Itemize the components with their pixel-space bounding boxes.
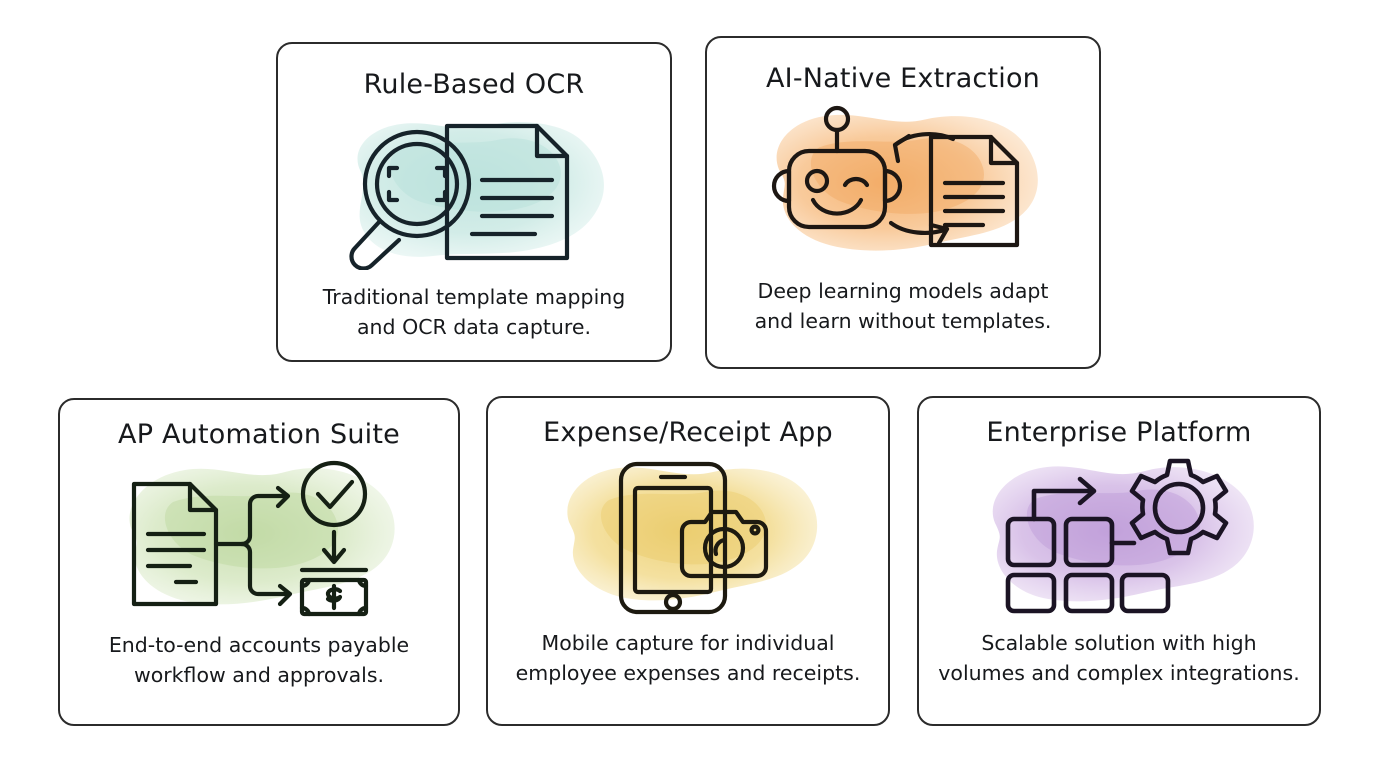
card-illustration-enterprise-platform [919,452,1319,620]
document-workflow-check-cash-icon [131,460,369,616]
card-title: AP Automation Suite [118,419,400,450]
robot-document-icon [771,105,1020,247]
magnifier-document-icon [349,123,570,270]
card-title: Expense/Receipt App [543,417,833,448]
card-illustration-rule-based-ocr [278,106,670,274]
card-expense-receipt-app[interactable]: Expense/Receipt App [486,396,890,726]
card-ai-native-extraction[interactable]: AI-Native Extraction [705,36,1101,369]
card-illustration-ap-automation-suite [60,454,458,622]
card-caption: Traditional template mapping and OCR dat… [322,284,626,340]
card-caption: End-to-end accounts payable workflow and… [108,632,410,688]
card-caption: Mobile capture for individual employee e… [515,630,861,686]
modules-gear-icon [1005,458,1229,613]
card-illustration-ai-native-extraction [707,100,1099,268]
card-title: Rule-Based OCR [363,69,585,100]
card-enterprise-platform[interactable]: Enterprise Platform [917,396,1321,726]
card-title: Enterprise Platform [986,417,1252,448]
card-caption: Deep learning models adapt and learn wit… [754,278,1052,334]
card-caption: Scalable solution with high volumes and … [938,630,1300,686]
card-rule-based-ocr[interactable]: Rule-Based OCR [276,42,672,362]
phone-camera-icon [618,461,769,614]
card-title: AI-Native Extraction [765,63,1040,94]
card-illustration-expense-receipt-app [488,452,888,620]
card-ap-automation-suite[interactable]: AP Automation Suite [58,398,460,726]
